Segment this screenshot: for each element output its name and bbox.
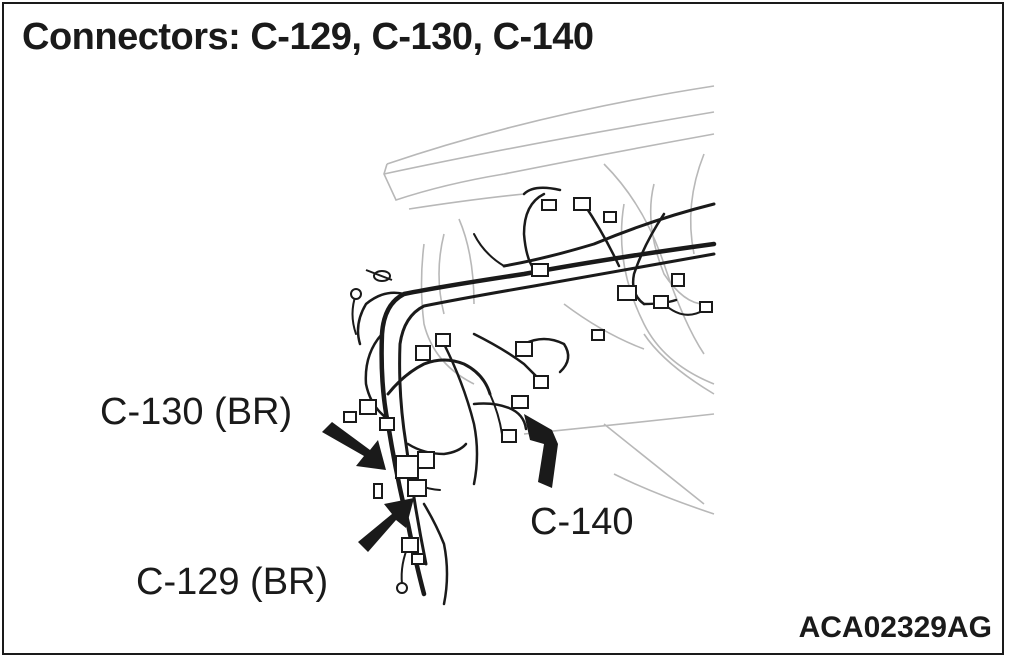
connector-block — [401, 537, 419, 553]
connector-block — [699, 301, 713, 313]
c130-arrow-icon — [322, 422, 386, 470]
callout-label-c129: C-129 (BR) — [136, 561, 328, 603]
wiring-harness-illustration: C-130 (BR) C-129 (BR) C-140 — [100, 85, 717, 606]
c140-arrow-icon — [524, 414, 558, 488]
dashboard-outline — [383, 85, 715, 515]
c129-arrow-icon — [358, 498, 414, 552]
connector-block — [533, 375, 549, 389]
ground-terminal-icon — [350, 288, 362, 300]
connector-block — [395, 455, 419, 479]
connector-block — [653, 295, 669, 309]
callout-label-c130: C-130 (BR) — [100, 391, 292, 433]
connector-blocks — [343, 197, 713, 565]
connector-block — [415, 345, 431, 361]
connector-block — [407, 479, 427, 497]
connector-block — [531, 263, 549, 277]
connector-block — [511, 395, 529, 409]
connector-block — [515, 341, 533, 357]
connector-block — [617, 285, 637, 301]
ground-terminals — [350, 269, 408, 594]
connector-block — [671, 273, 685, 287]
grommet-line — [365, 269, 393, 281]
connector-block — [603, 211, 617, 223]
connector-block — [435, 333, 451, 347]
connector-block — [591, 329, 605, 341]
connector-block — [359, 399, 377, 415]
connector-block — [373, 483, 383, 499]
ground-terminal-icon — [396, 582, 408, 594]
connector-block — [573, 197, 591, 211]
connector-block — [501, 429, 517, 443]
connector-block — [343, 411, 357, 423]
connector-block — [541, 199, 557, 211]
connector-block — [411, 553, 425, 565]
callout-label-c140: C-140 — [530, 501, 634, 543]
connector-block — [379, 417, 395, 431]
connector-block — [417, 451, 435, 469]
diagram-title: Connectors: C-129, C-130, C-140 — [22, 16, 594, 58]
figure-id: ACA02329AG — [798, 611, 992, 644]
callout-arrows — [322, 414, 558, 552]
